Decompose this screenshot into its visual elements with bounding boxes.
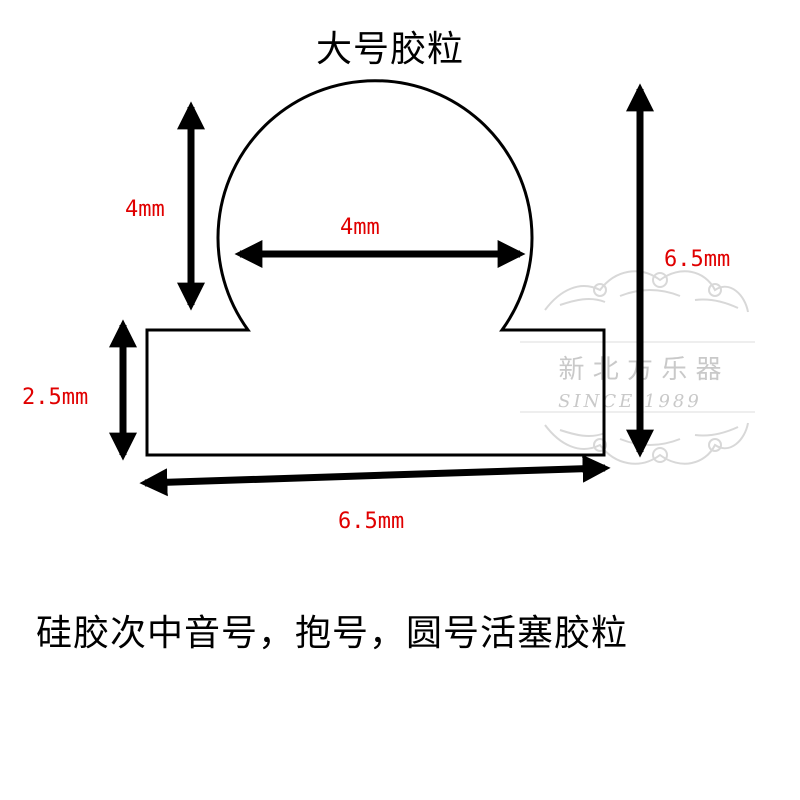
total-height-label: 6.5mm	[664, 247, 730, 272]
watermark-ornament-bottom	[544, 422, 749, 465]
part-outline	[145, 79, 606, 457]
diagram-caption: 硅胶次中音号，抱号，圆号活塞胶粒	[36, 613, 629, 654]
base-height-label: 2.5mm	[22, 385, 88, 410]
base-width-arrow	[139, 454, 611, 497]
watermark-ornament-top	[544, 270, 749, 313]
diagram-title: 大号胶粒	[315, 29, 464, 70]
watermark-since: SINCE 1989	[558, 391, 702, 412]
base-width-label: 6.5mm	[338, 509, 404, 534]
head-width-label: 4mm	[340, 215, 380, 240]
head-height-label: 4mm	[125, 197, 165, 222]
